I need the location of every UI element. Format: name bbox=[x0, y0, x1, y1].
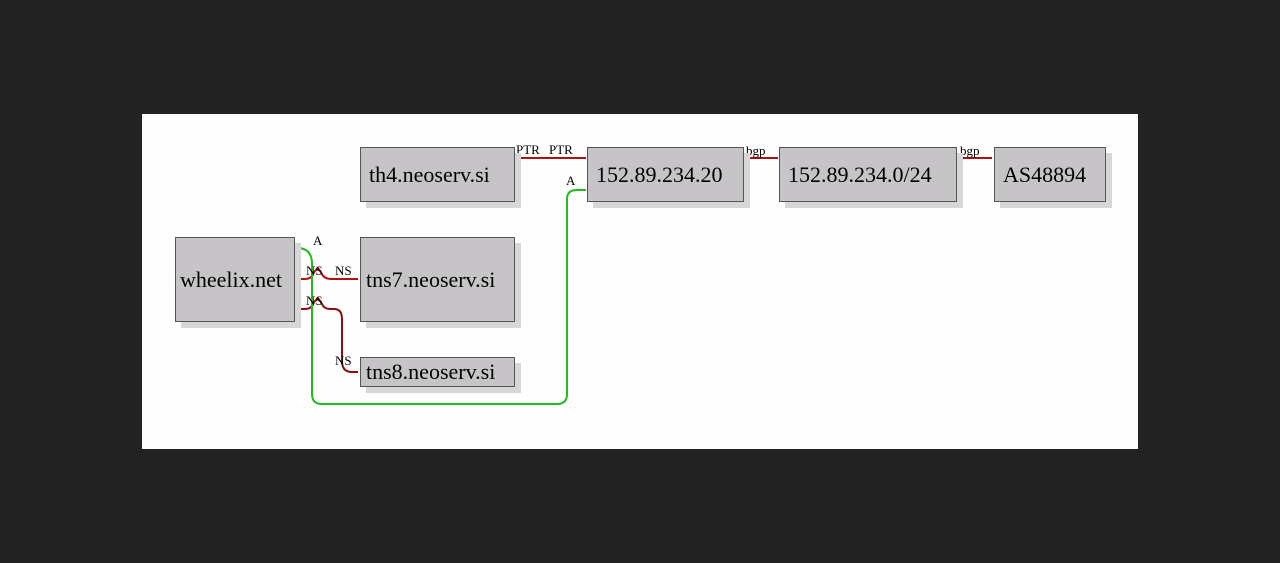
node-tns8-label: tns8.neoserv.si bbox=[366, 359, 496, 384]
node-th4-label: th4.neoserv.si bbox=[369, 161, 490, 187]
label-ns-t7: NS bbox=[335, 263, 352, 278]
node-as-label: AS48894 bbox=[1003, 161, 1087, 187]
label-ns-t8: NS bbox=[335, 353, 352, 368]
node-net[interactable]: 152.89.234.0/24 bbox=[779, 147, 957, 202]
label-ptr-b: PTR bbox=[549, 142, 573, 157]
label-ns-w2: NS bbox=[306, 293, 323, 308]
edge-ns-tns7 bbox=[297, 266, 358, 280]
label-a-ip: A bbox=[566, 173, 576, 188]
node-ip-label: 152.89.234.20 bbox=[596, 161, 723, 187]
node-wheelix-label: wheelix.net bbox=[180, 266, 283, 292]
node-ip[interactable]: 152.89.234.20 bbox=[587, 147, 744, 202]
label-bgp-2: bgp bbox=[960, 143, 980, 158]
label-bgp-1: bgp bbox=[746, 143, 766, 158]
node-wheelix[interactable]: wheelix.net bbox=[175, 237, 295, 322]
node-tns8[interactable]: tns8.neoserv.si bbox=[360, 357, 515, 387]
label-ptr-a: PTR bbox=[516, 142, 540, 157]
node-as[interactable]: AS48894 bbox=[994, 147, 1106, 202]
edge-a-green bbox=[296, 189, 586, 405]
node-tns7[interactable]: tns7.neoserv.si bbox=[360, 237, 515, 322]
diagram-canvas: PTR PTR A bgp bgp A NS NS NS NS th4.neos… bbox=[142, 114, 1138, 449]
edges-layer: PTR PTR A bgp bgp A NS NS NS NS bbox=[296, 142, 992, 405]
label-a-wheelix: A bbox=[313, 233, 323, 248]
node-net-label: 152.89.234.0/24 bbox=[788, 161, 932, 187]
label-ns-w1: NS bbox=[306, 263, 323, 278]
node-tns7-label: tns7.neoserv.si bbox=[366, 266, 496, 292]
node-th4[interactable]: th4.neoserv.si bbox=[360, 147, 515, 202]
